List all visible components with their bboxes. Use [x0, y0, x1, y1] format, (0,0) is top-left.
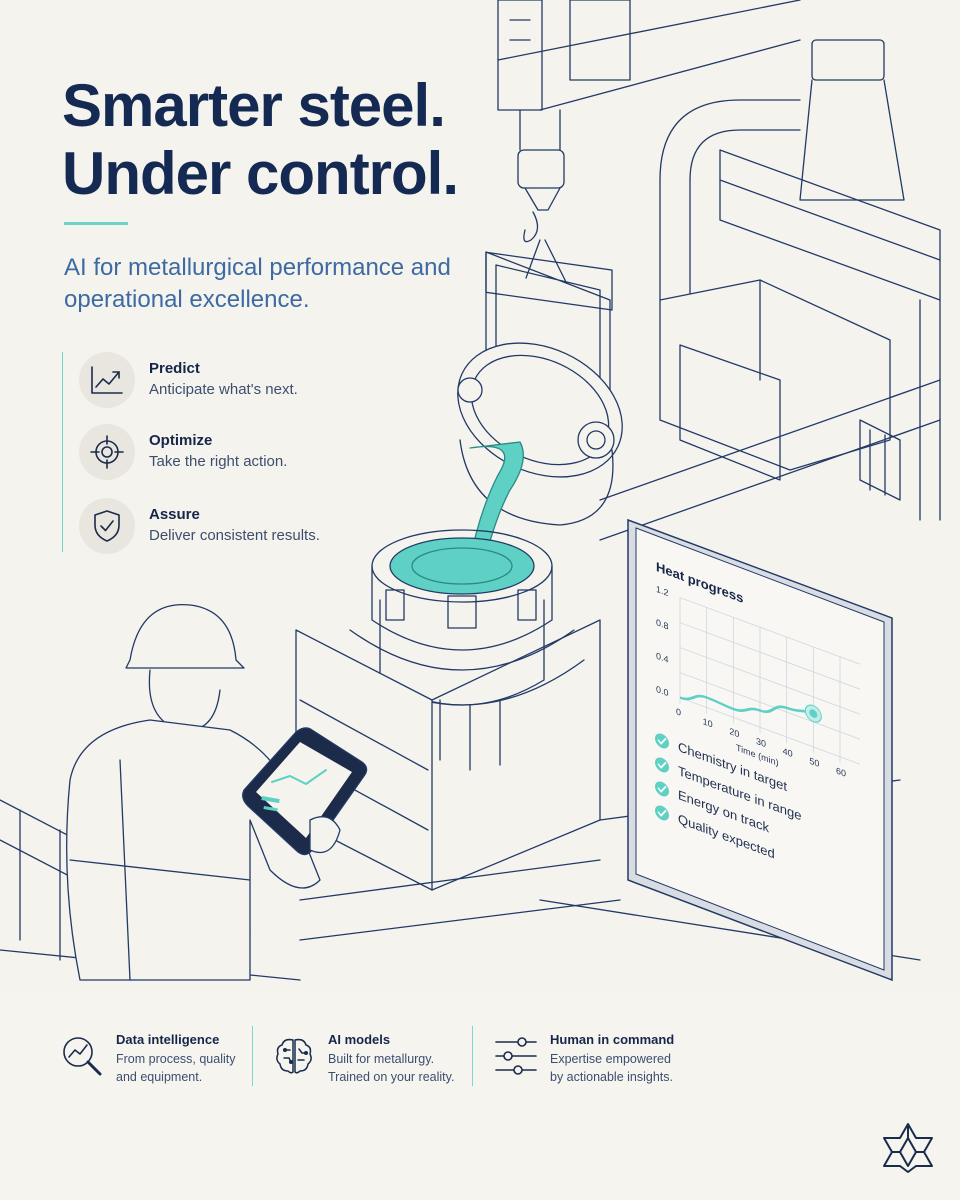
- pillar-title: Data intelligence: [116, 1032, 220, 1047]
- trend-chart-icon: [79, 352, 135, 408]
- pillar-title: AI models: [328, 1032, 391, 1047]
- pillar-ai-models: AI models Built for metallurgy. Trained …: [272, 1028, 462, 1088]
- target-icon: [79, 424, 135, 480]
- x-tick-label: 30: [756, 736, 766, 749]
- feature-optimize: Optimize Take the right action.: [79, 424, 409, 484]
- shield-check-icon: [79, 498, 135, 554]
- pillar-line-1: Built for metallurgy.: [328, 1052, 435, 1066]
- x-tick-label: 40: [783, 746, 793, 759]
- grid-line-h: [680, 622, 860, 690]
- headline-line-2: Under control.: [62, 140, 459, 207]
- grid-line-h: [680, 597, 860, 665]
- feature-predict: Predict Anticipate what's next.: [79, 352, 409, 412]
- feature-title: Assure: [149, 506, 200, 523]
- check-icon: [655, 781, 669, 797]
- headline-line-1: Smarter steel.: [62, 72, 446, 139]
- feature-list: Predict Anticipate what's next. Optimize…: [62, 352, 320, 554]
- y-tick-label: 0.8: [656, 617, 669, 631]
- sliders-icon: [494, 1034, 538, 1078]
- feature-desc: Deliver consistent results.: [149, 527, 320, 544]
- pillar-line-1: From process, quality: [116, 1052, 236, 1066]
- series-end-dot: [809, 709, 818, 718]
- heat-progress-panel: Heat progress 1.20.80.40.0 0102030405060…: [627, 518, 893, 982]
- x-tick-label: 0: [676, 706, 681, 718]
- y-tick-label: 1.2: [656, 584, 669, 598]
- tablet: [242, 727, 368, 856]
- grid-line-h: [680, 697, 860, 765]
- brand-logo-icon: [880, 1120, 936, 1176]
- plant-structure: [599, 39, 941, 541]
- x-tick-label: 10: [703, 716, 713, 729]
- pillar-human-in-command: Human in command Expertise empowered by …: [494, 1028, 694, 1088]
- feature-title: Predict: [149, 360, 200, 377]
- pillar-data-intelligence: Data intelligence From process, quality …: [60, 1028, 250, 1088]
- furnace: [295, 529, 601, 891]
- pillar-line-2: Trained on your reality.: [328, 1070, 455, 1084]
- y-tick-label: 0.0: [656, 684, 669, 698]
- pillar-line-1: Expertise empowered: [550, 1052, 671, 1066]
- divider: [252, 1026, 253, 1086]
- x-tick-label: 60: [836, 766, 846, 779]
- feature-title: Optimize: [149, 432, 213, 449]
- bottom-strip: [0, 990, 960, 1200]
- headline: Smarter steel. Under control.: [62, 72, 459, 208]
- magnifier-chart-icon: [60, 1034, 104, 1078]
- x-tick-label: 20: [729, 726, 739, 739]
- subheadline: AI for metallurgical performance and ope…: [64, 254, 451, 313]
- y-tick-label: 0.4: [656, 651, 669, 665]
- feature-desc: Take the right action.: [149, 453, 288, 470]
- feature-desc: Anticipate what's next.: [149, 381, 298, 398]
- ladle: [457, 342, 623, 526]
- check-icon: [655, 805, 669, 821]
- divider: [472, 1026, 473, 1086]
- feature-assure: Assure Deliver consistent results.: [79, 498, 409, 558]
- pillar-title: Human in command: [550, 1032, 675, 1047]
- series-line: [679, 694, 814, 715]
- grid-line-h: [680, 672, 860, 740]
- accent-rule: [64, 222, 128, 225]
- brain-circuit-icon: [272, 1034, 316, 1078]
- pillar-line-2: by actionable insights.: [550, 1070, 673, 1084]
- check-icon: [655, 757, 669, 773]
- check-icon: [655, 733, 669, 749]
- grid-line-h: [680, 647, 860, 715]
- x-tick-label: 50: [809, 756, 819, 769]
- pillar-line-2: and equipment.: [116, 1070, 203, 1084]
